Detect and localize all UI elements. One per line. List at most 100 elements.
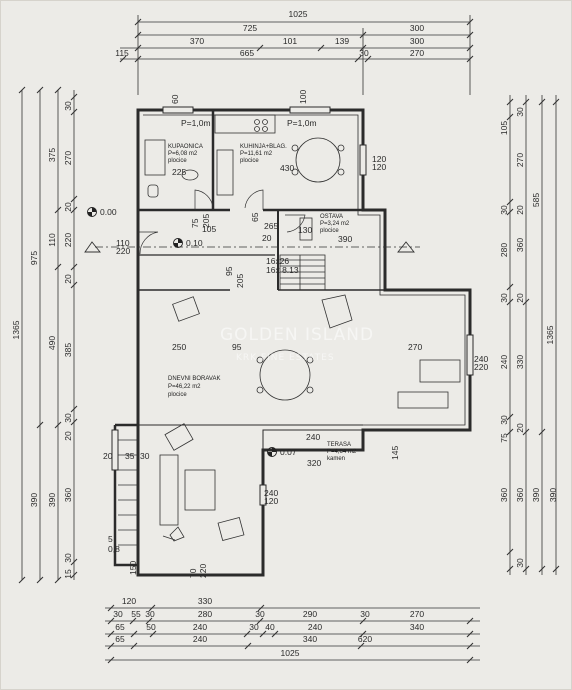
note-t240: 240 — [306, 432, 320, 442]
top-dim-101: 101 — [283, 36, 297, 46]
pantry-door-icon — [285, 214, 306, 233]
left-dim-360: 360 — [63, 488, 73, 502]
room-floor-kupaonica: plocice — [168, 158, 187, 164]
room-area-kuhinja: P=11,61 m2 — [240, 151, 273, 157]
room-floor-boravak: plocice — [168, 392, 187, 398]
note-p2: P=1,0m — [287, 118, 317, 128]
note-265: 265 — [264, 221, 278, 231]
hob-icon — [254, 119, 260, 125]
right-dim-105: 105 — [499, 121, 509, 135]
right-dim-total: 1365 — [545, 325, 555, 344]
note-s20: 20 — [103, 451, 113, 461]
bottom-dim-240b: 240 — [308, 622, 322, 632]
room-dim-kupaonica: 225 — [172, 167, 186, 177]
sink-icon — [181, 169, 199, 181]
note-b220: 220 — [198, 564, 208, 578]
level-0-10: 0.10 — [186, 238, 203, 248]
top-dimension-lines — [119, 15, 474, 95]
bathroom-door-icon — [194, 189, 214, 210]
level-markers: 0.00 0.10 0.07 — [87, 207, 297, 457]
room-name-ostava: OSTAVA — [320, 214, 343, 220]
bottom-dim-620: 620 — [358, 634, 372, 644]
left-dim-385: 385 — [63, 343, 73, 357]
note-110: 110 — [116, 238, 130, 248]
right-dim-30c: 30 — [499, 205, 509, 215]
note-65: 65 — [250, 212, 260, 222]
bottom-dimension-lines — [105, 604, 480, 664]
note-s5: 5 — [108, 534, 113, 544]
bottom-dim-290: 290 — [303, 609, 317, 619]
fixtures — [118, 114, 461, 546]
room-floor-terasa: kamen — [327, 456, 345, 462]
bottom-dim-240a: 240 — [193, 622, 207, 632]
note-205: 205 — [201, 214, 211, 228]
level-marker-icon — [267, 447, 277, 457]
left-dim-20b: 20 — [63, 274, 73, 284]
right-dim-240: 240 — [499, 355, 509, 369]
watermark-line1: GOLDEN ISLAND — [220, 325, 374, 345]
staircase-icon — [279, 254, 326, 291]
level-0-07: 0.07 — [280, 447, 297, 457]
note-95b: 95 — [232, 342, 242, 352]
kitchen-door-icon — [244, 189, 264, 210]
right-dim-270: 270 — [515, 153, 525, 167]
top-dim-270: 270 — [410, 48, 424, 58]
note-stairs: 16x26 — [266, 256, 289, 266]
note-205b: 205 — [235, 274, 245, 288]
watermark: GOLDEN ISLAND KRK FINE ESTATES — [220, 325, 374, 363]
note-150: 150 — [128, 561, 138, 575]
left-dim-total: 1365 — [11, 320, 21, 339]
top-dim-total: 1025 — [289, 9, 308, 19]
bottom-dim-30c: 30 — [255, 609, 265, 619]
bottom-dim-340b: 340 — [303, 634, 317, 644]
right-dim-30: 30 — [515, 107, 525, 117]
top-dim-30: 30 — [359, 48, 369, 58]
top-dim-725: 725 — [243, 23, 257, 33]
building-walls — [113, 108, 472, 577]
exterior-stairs-icon — [118, 439, 138, 546]
bottom-dim-30a: 30 — [113, 609, 123, 619]
note-t145: 145 — [390, 446, 400, 460]
doors — [138, 189, 306, 255]
right-dim-330: 330 — [515, 355, 525, 369]
note-100: 100 — [298, 90, 308, 104]
room-area-ostava: P=3,24 m2 — [320, 221, 350, 227]
note-220: 220 — [116, 246, 130, 256]
room-floor-kuhinja: plocice — [240, 158, 259, 164]
bottom-dim-30b: 30 — [145, 609, 155, 619]
note-s30: 30 — [140, 451, 150, 461]
room-labels: KUPAONICA P=6,08 m2 plocice 225 KUHINJA+… — [168, 144, 357, 462]
plant-icon — [162, 526, 185, 542]
section-line — [84, 241, 420, 253]
bottom-dim-50: 50 — [146, 622, 156, 632]
left-dim-490: 490 — [47, 336, 57, 350]
windows — [111, 106, 474, 506]
bottom-dimension-labels: 120 330 30 55 30 280 30 290 30 270 65 50… — [113, 596, 424, 658]
left-dim-30b: 30 — [63, 413, 73, 423]
armchair-icon — [172, 296, 200, 322]
coffee-table-icon — [184, 469, 216, 511]
left-dimension-lines — [18, 86, 78, 584]
bottom-dim-total: 1025 — [281, 648, 300, 658]
kitchen-counter — [214, 114, 276, 134]
left-dim-375: 375 — [47, 148, 57, 162]
sofa-icon — [159, 454, 179, 526]
bottom-dim-330: 330 — [198, 596, 212, 606]
room-area-kupaonica: P=6,08 m2 — [168, 151, 198, 157]
right-dim-75: 75 — [499, 433, 509, 443]
bottom-dim-340a: 340 — [410, 622, 424, 632]
note-sr: 0,8 — [108, 544, 120, 554]
top-dim-665: 665 — [240, 48, 254, 58]
note-240a: 240 — [474, 354, 488, 364]
level-marker-icon — [173, 238, 183, 248]
level-0-00: 0.00 — [100, 207, 117, 217]
room-name-kuhinja: KUHINJA+BLAG. — [240, 144, 287, 150]
right-dimension-labels: 1365 585 390 30 270 20 360 20 330 20 360… — [499, 107, 558, 568]
room-name-terasa: TERASA — [327, 442, 351, 448]
left-dim-390: 390 — [29, 493, 39, 507]
right-dim-390: 390 — [531, 488, 541, 502]
left-dim-15: 15 — [63, 569, 73, 579]
fireplace-icon — [321, 294, 353, 329]
bottom-dim-30d: 30 — [360, 609, 370, 619]
